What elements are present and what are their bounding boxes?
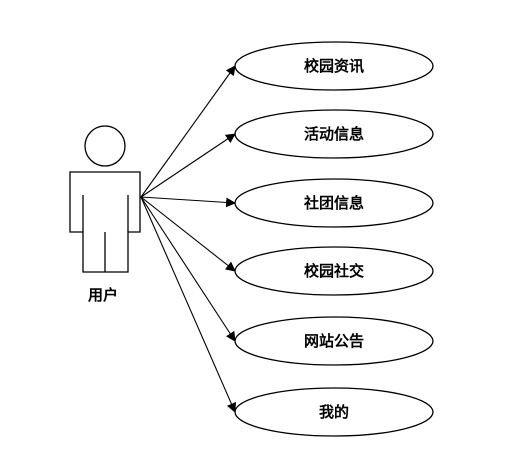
use-case-1: 校园资讯: [234, 41, 434, 91]
actor-label: 用户: [88, 286, 118, 304]
use-case-3: 社团信息: [234, 178, 434, 228]
use-case-label: 活动信息: [304, 125, 364, 143]
actor-user: 用户: [69, 125, 141, 304]
actor-body: [69, 171, 141, 273]
use-case-6: 我的: [234, 387, 434, 437]
association-arrow-5: [140, 196, 236, 342]
use-case-label: 校园社交: [304, 262, 364, 280]
use-case-ellipse: [234, 246, 434, 296]
association-arrow-1: [140, 65, 236, 198]
use-case-ellipse: [234, 316, 434, 366]
associations: [140, 65, 236, 413]
association-arrow-4: [140, 196, 236, 272]
association-arrow-6: [140, 196, 236, 413]
use-case-ellipse: [234, 41, 434, 91]
use-case-ellipse: [234, 387, 434, 437]
use-case-ellipse: [234, 109, 434, 159]
use-case-label: 我的: [319, 403, 349, 421]
use-case-5: 网站公告: [234, 316, 434, 366]
actor-head: [84, 125, 126, 167]
use-case-label: 网站公告: [304, 332, 364, 350]
use-case-ellipse: [234, 178, 434, 228]
association-arrow-3: [140, 196, 236, 208]
association-arrow-2: [140, 133, 236, 198]
use-case-label: 校园资讯: [304, 57, 364, 75]
use-case-label: 社团信息: [303, 194, 364, 212]
use-case-2: 活动信息: [234, 109, 434, 159]
use-case-4: 校园社交: [234, 246, 434, 296]
